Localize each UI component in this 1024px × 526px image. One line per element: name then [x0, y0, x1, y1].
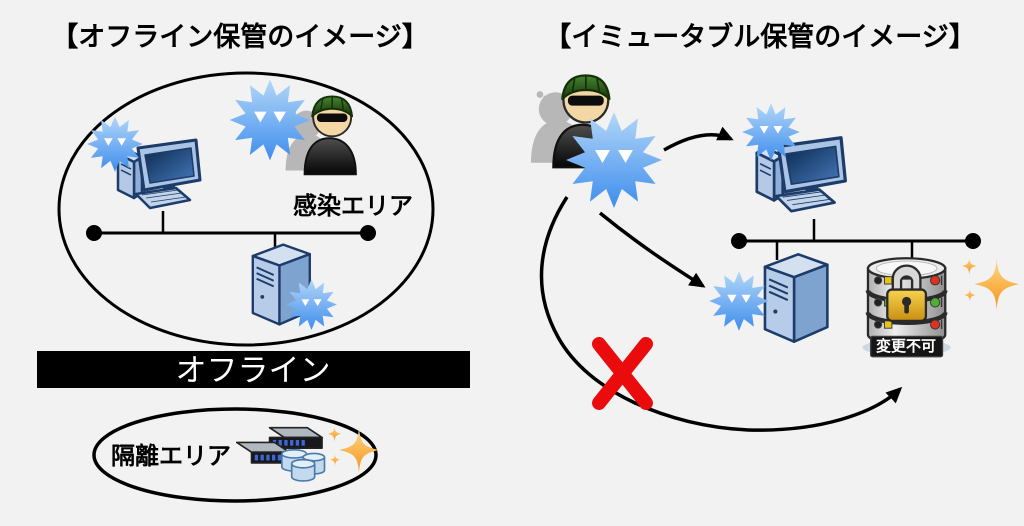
infected-area-ellipse [57, 71, 435, 347]
isolated-area-ellipse [92, 407, 378, 503]
left-network [86, 211, 376, 254]
attack-arrows [539, 126, 903, 432]
left-panel: 【オフライン保管のイメージ】 感染エリア オフライン 隔離エリア [37, 22, 470, 503]
network-node-dot [731, 233, 747, 249]
storage-rack-icon [235, 426, 326, 482]
offline-bar [37, 351, 470, 388]
server-tower-icon [763, 253, 829, 343]
attack-arrow-to-storage-blocked [539, 196, 903, 432]
attack-arrow-to-server [598, 211, 706, 288]
network-node-dot [86, 225, 102, 241]
infected-area-label: 感染エリア [293, 192, 413, 220]
immutable-label: 変更不可 [876, 337, 936, 355]
network-node-dot [965, 233, 981, 249]
right-panel: 【イミュータブル保管のイメージ】 変更不可 [529, 21, 1019, 432]
left-title: 【オフライン保管のイメージ】 [51, 22, 428, 52]
isolated-area-label: 隔離エリア [111, 442, 231, 470]
network-node-dot [360, 225, 376, 241]
right-title: 【イミュータブル保管のイメージ】 [544, 21, 975, 52]
right-network [731, 219, 981, 260]
red-cross-icon [592, 337, 653, 410]
sparkles-icon [962, 257, 1019, 310]
attack-arrow-to-computer [663, 126, 734, 152]
virus-icon [709, 271, 769, 331]
offline-bar-label: オフライン [176, 353, 331, 388]
